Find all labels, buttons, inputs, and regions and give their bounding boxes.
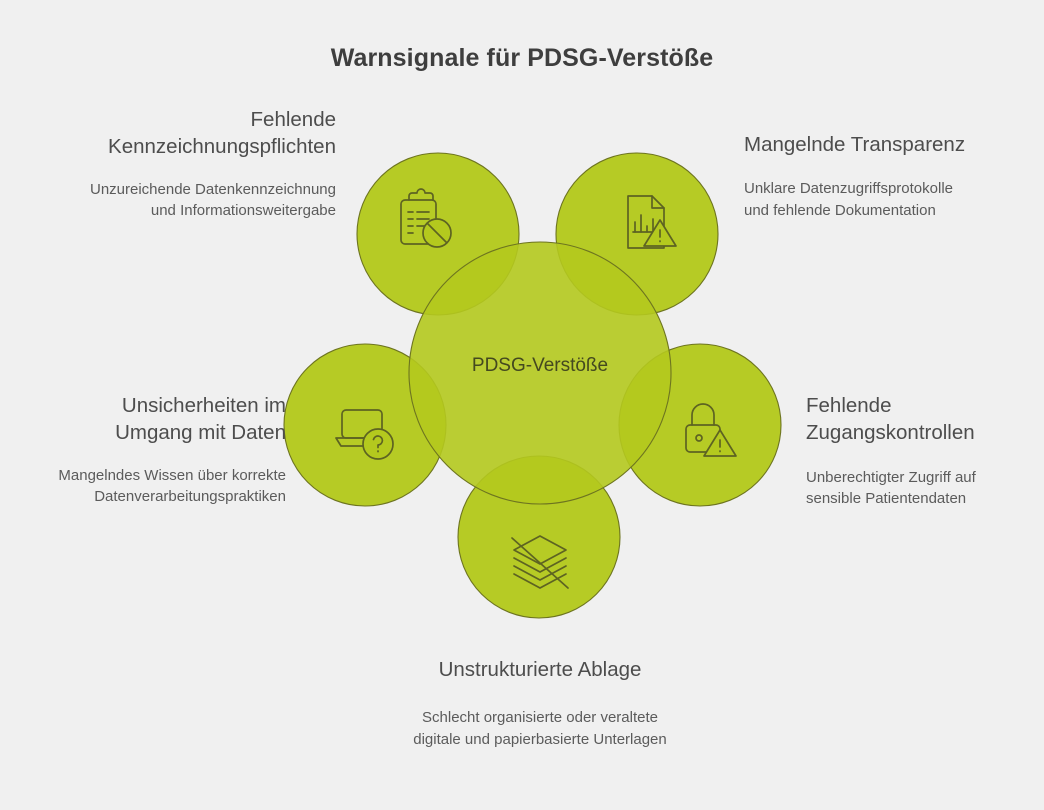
venn-circles: [283, 152, 782, 619]
node-label-zugangskontrollen: Fehlende Zugangskontrollen Unberechtigte…: [806, 392, 1038, 509]
node-heading: Mangelnde Transparenz: [744, 133, 966, 156]
node-heading: Fehlende Kennzeichnungspflichten: [108, 108, 336, 159]
node-description: Unzureichende Datenkennzeichnung und Inf…: [89, 180, 336, 219]
node-heading: Fehlende Zugangskontrollen: [806, 394, 975, 445]
node-heading: Unstrukturierte Ablage: [438, 658, 642, 681]
page-title: Warnsignale für PDSG-Verstöße: [330, 44, 714, 72]
node-description: Mangelndes Wissen über korrekte Datenver…: [58, 466, 286, 505]
clipboard-prohibited-icon: [400, 188, 452, 248]
node-label-ablage: Unstrukturierte Ablage Schlecht organisi…: [322, 656, 758, 750]
node-description: Unklare Datenzugriffsprotokolle und fehl…: [744, 180, 953, 219]
document-chart-warning-icon: [627, 195, 677, 249]
node-description: Unberechtigter Zugriff auf sensible Pati…: [806, 468, 976, 507]
node-label-kennzeichnungspflichten: Fehlende Kennzeichnungspflichten Unzurei…: [26, 106, 336, 221]
lock-warning-icon: [685, 403, 737, 457]
stacked-papers-crossed-icon: [511, 535, 569, 589]
laptop-question-icon: [335, 409, 394, 460]
node-label-transparenz: Mangelnde Transparenz Unklare Datenzugri…: [744, 131, 1034, 221]
circle-center[interactable]: [408, 241, 672, 505]
center-label: PDSG-Verstöße: [471, 355, 609, 376]
node-heading: Unsicherheiten im Umgang mit Daten: [115, 394, 286, 445]
node-description: Schlecht organisierte oder veraltete dig…: [413, 709, 667, 748]
node-label-unsicherheiten: Unsicherheiten im Umgang mit Daten Mange…: [10, 392, 286, 507]
